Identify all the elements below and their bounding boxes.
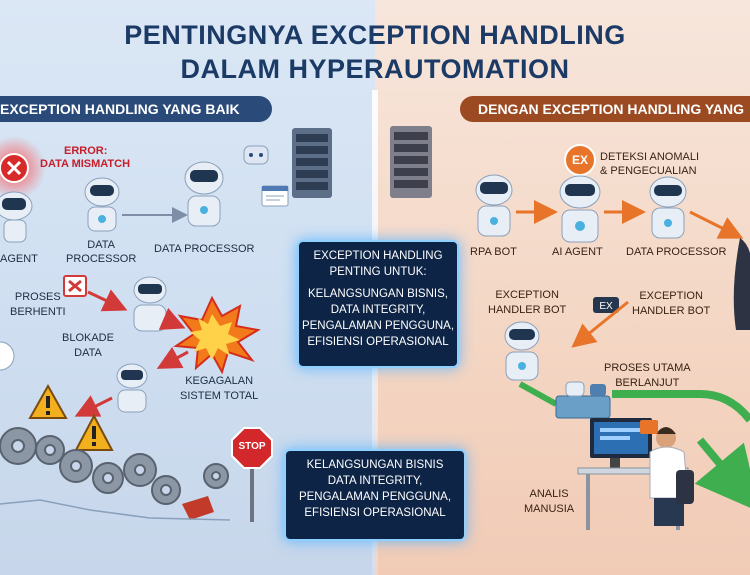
warning-triangle-icon xyxy=(28,383,68,419)
agent-robot-icon xyxy=(0,191,33,243)
ex-badge-text: EX xyxy=(571,153,588,167)
importance-item: DATA INTEGRITY, xyxy=(330,304,426,316)
agent-label: AGENT xyxy=(0,253,38,265)
benefit-item: KELANGSUNGAN BISNIS xyxy=(306,459,444,471)
importance-item: KELANGSUNGAN BISNIS, xyxy=(308,288,448,300)
flow-arrow xyxy=(689,210,744,239)
exception-handler-robot-icon xyxy=(504,321,540,381)
person-partial-icon xyxy=(733,238,750,330)
stop-sign-icon xyxy=(231,427,273,522)
explosion-core xyxy=(190,314,240,360)
error-detail: DATA MISMATCH xyxy=(40,158,131,170)
error-label: ERROR: xyxy=(64,145,108,157)
benefit-item: DATA INTEGRITY, xyxy=(327,475,423,487)
data-processor-small-robot-icon xyxy=(84,177,120,232)
server-rack-left-icon xyxy=(292,128,332,198)
deteksi-label: DETEKSI ANOMALI & PENGECUALIAN xyxy=(600,151,700,177)
error-flow-arrow xyxy=(87,289,128,312)
proses-berhenti-label: PROSES BERHENTI xyxy=(10,291,66,318)
benefits-box: KELANGSUNGAN BISNIS DATA INTEGRITY, PENG… xyxy=(284,449,466,541)
blokade-robot-icon xyxy=(133,276,167,332)
page-title-line2: DALAM HYPERAUTOMATION xyxy=(180,54,570,84)
left-banner: EXCEPTION HANDLING YANG BAIK xyxy=(0,96,272,122)
right-banner: DENGAN EXCEPTION HANDLING YANG xyxy=(460,96,750,122)
document-window-icon xyxy=(261,185,289,207)
ex-screen-badge-icon xyxy=(640,420,658,434)
analyst-desk-icon xyxy=(577,418,694,530)
flow-arrow xyxy=(571,300,629,348)
data-processor-label: DATA PROCESSOR xyxy=(154,243,255,255)
page-title-line1: PENTINGNYA EXCEPTION HANDLING xyxy=(124,20,626,50)
importance-item: PENGALAMAN PENGGUNA, xyxy=(301,320,455,332)
floating-drone-icon xyxy=(243,145,269,165)
conveyor-robot-icon xyxy=(555,381,611,419)
green-flow-arrow xyxy=(518,381,558,407)
stop-sign-text: STOP xyxy=(238,441,266,452)
exception-handler-right-label: EXCEPTION HANDLER BOT xyxy=(632,290,711,317)
process-stop-x-icon xyxy=(63,275,87,297)
data-processor-right-robot-icon xyxy=(649,176,687,239)
error-flow-arrow xyxy=(156,346,189,369)
analis-label: ANALIS MANUSIA xyxy=(524,488,575,515)
speech-bubble xyxy=(0,341,15,371)
blokade-data-label: BLOKADE DATA xyxy=(62,332,114,359)
ai-agent-label: AI AGENT xyxy=(552,246,603,258)
ex-badge-icon xyxy=(564,144,596,176)
ground-crack xyxy=(0,499,231,521)
warning-triangle-icon xyxy=(74,413,114,451)
svg-text:EX: EX xyxy=(599,301,613,312)
data-processor-right-label: DATA PROCESSOR xyxy=(626,246,727,258)
error-x-icon xyxy=(0,153,29,183)
rpa-bot-label: RPA BOT xyxy=(470,246,517,258)
broken-gears-icon xyxy=(0,427,229,505)
exception-handler-left-label: EXCEPTION HANDLER BOT xyxy=(488,289,567,316)
benefit-item: PENGALAMAN PENGGUNA, xyxy=(298,491,452,503)
failing-robot-icon xyxy=(116,363,148,413)
importance-box: EXCEPTION HANDLING PENTING UNTUK: KELANG… xyxy=(297,240,459,368)
error-flow-arrow xyxy=(74,395,113,417)
ex-small-badge-icon: EX xyxy=(593,297,619,313)
data-processor-robot-icon xyxy=(184,161,224,227)
ai-agent-robot-icon xyxy=(559,175,601,243)
data-processor-small-label: DATA PROCESSOR xyxy=(66,239,137,265)
proses-utama-label: PROSES UTAMA BERLANJUT xyxy=(604,362,691,389)
kegagalan-label: KEGAGALAN SISTEM TOTAL xyxy=(180,375,259,402)
importance-item: EFISIENSI OPERASIONAL xyxy=(307,336,449,348)
green-flow-arrow xyxy=(694,437,750,513)
importance-heading: EXCEPTION HANDLING PENTING UNTUK: xyxy=(313,250,443,278)
broken-pipe-icon xyxy=(182,496,214,520)
benefit-item: EFISIENSI OPERASIONAL xyxy=(304,507,446,519)
server-rack-right-icon xyxy=(390,126,432,198)
green-flow-arrow xyxy=(612,390,750,423)
error-flow-arrow xyxy=(158,307,186,330)
rpa-bot-robot-icon xyxy=(475,174,513,237)
